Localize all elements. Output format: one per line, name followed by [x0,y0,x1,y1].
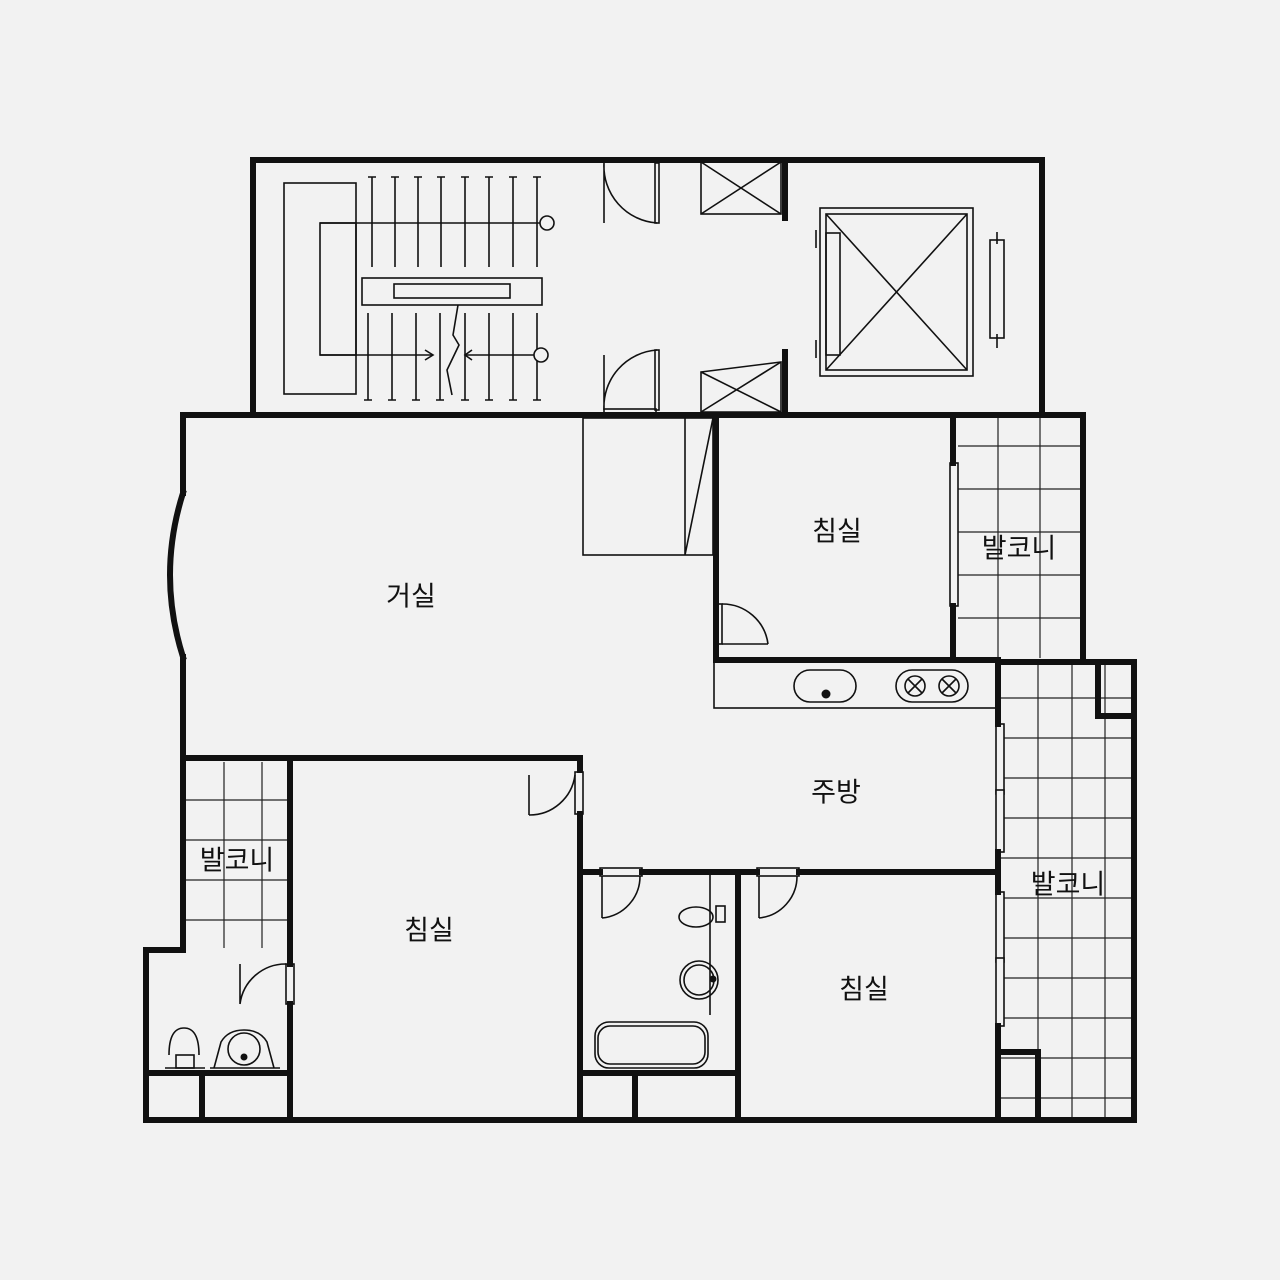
balcony-tiles-left [185,762,288,948]
basin-drain-center [709,975,717,983]
sink-drain [821,689,831,699]
balcony-tiles-right [1000,662,1133,1118]
room-label-balcony-left: 발코니 [199,845,275,877]
room-label-bedroom-right: 침실 [839,974,889,1006]
room-label-balcony-right: 발코니 [1030,869,1106,901]
bathroom-left-fixtures [165,1027,280,1069]
basin-drain-left [240,1053,248,1061]
balcony-tiles-top [958,416,1080,658]
room-label-kitchen: 주방 [811,777,861,809]
elevator [815,207,1005,377]
room-label-balcony-top: 발코니 [981,533,1057,565]
walls [143,157,1137,1123]
room-label-bedroom-left: 침실 [404,915,454,947]
duct-upper [700,161,782,215]
kitchen-counter [713,661,999,709]
duct-lower [700,361,782,413]
bathroom-center-fixtures [594,872,726,1069]
entry-storage [582,417,714,556]
staircase [283,176,555,401]
room-label-living: 거실 [386,581,436,613]
room-label-bedroom-top: 침실 [812,516,862,548]
